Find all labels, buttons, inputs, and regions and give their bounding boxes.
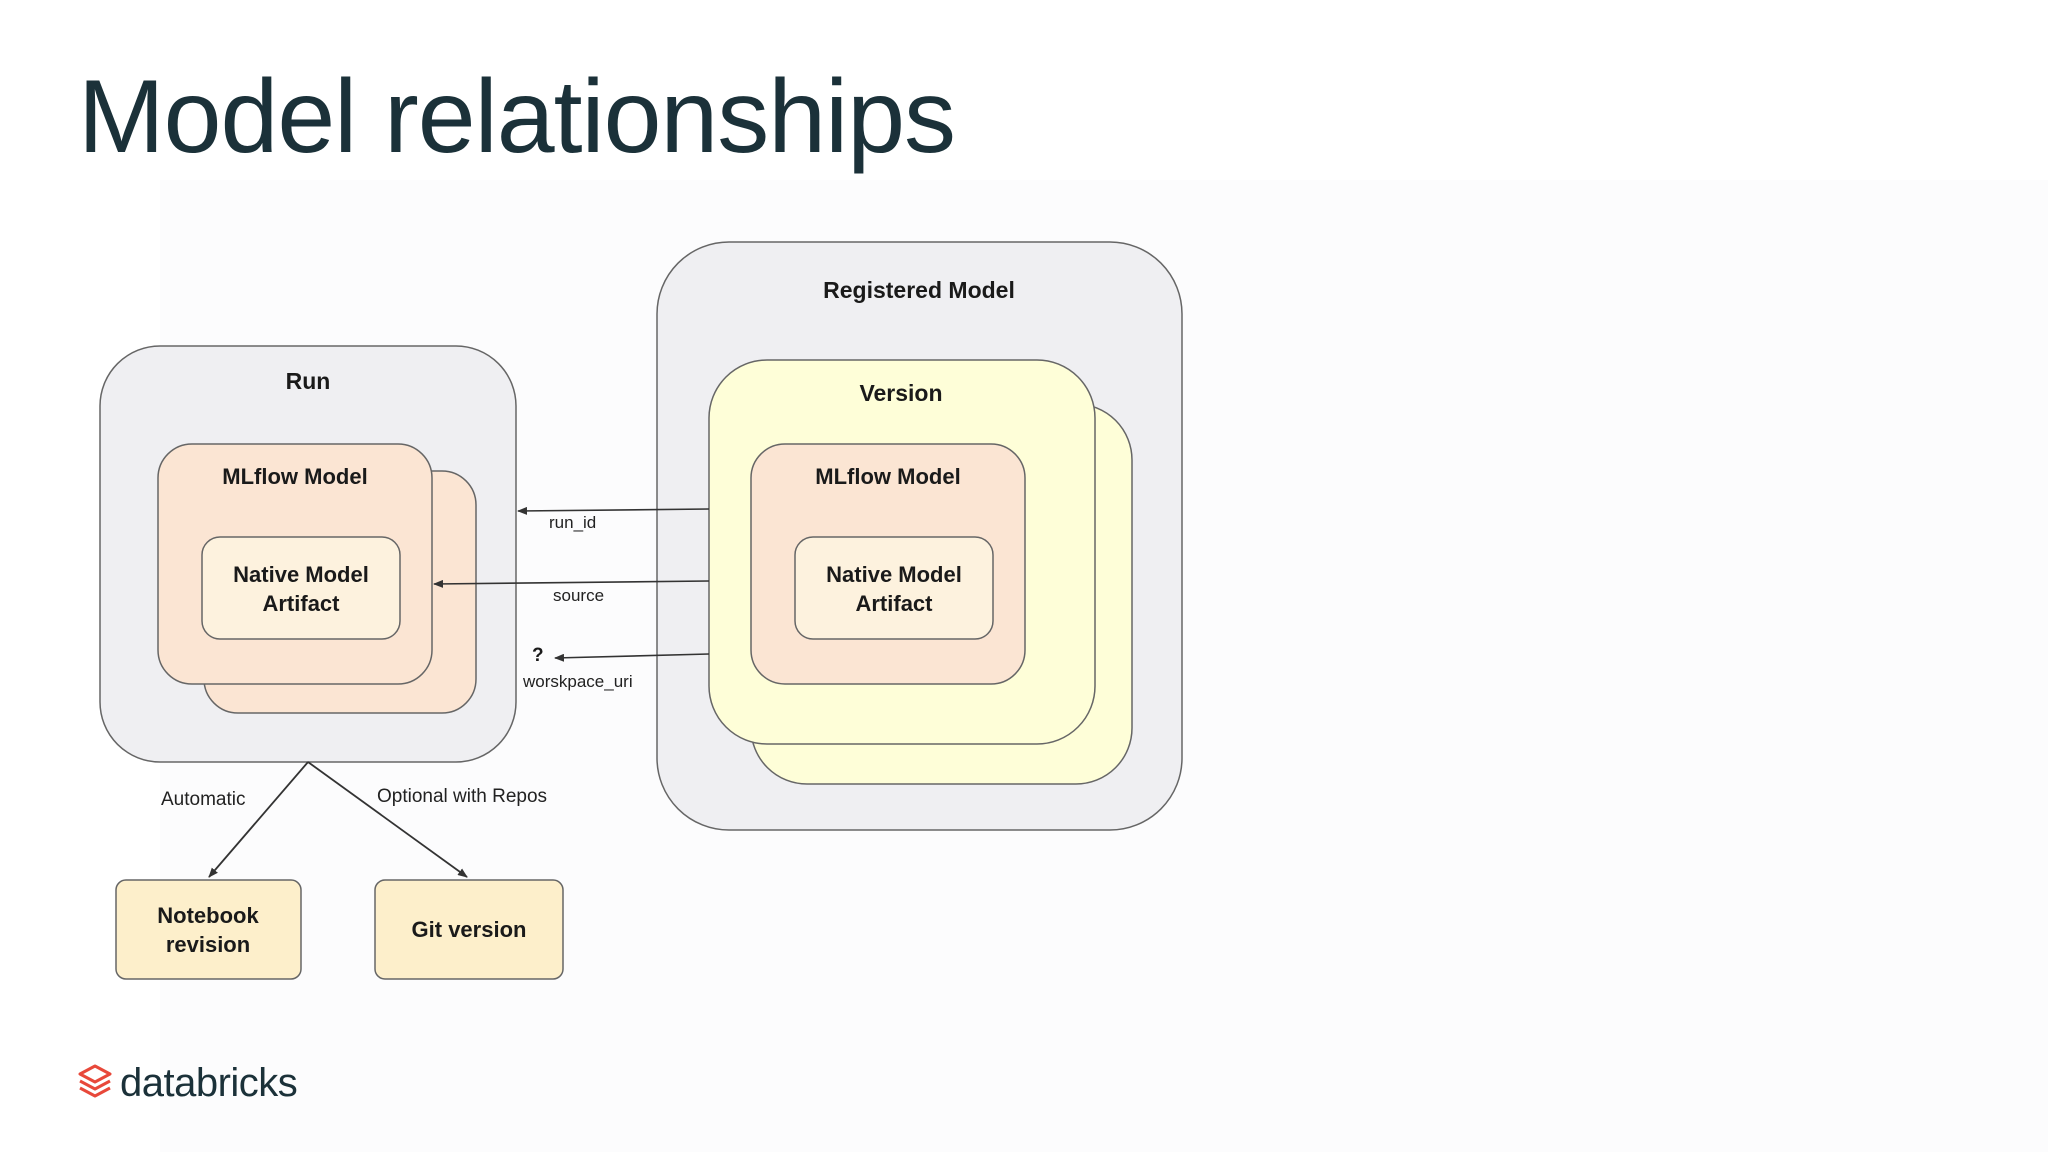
run-mlflow-model-label: MLflow Model <box>222 464 367 489</box>
optional-label: Optional with Repos <box>377 786 547 807</box>
version-artifact-line1: Native Model <box>826 562 962 587</box>
registered-model-title: Registered Model <box>823 277 1015 303</box>
automatic-arrow <box>208 761 309 878</box>
run-id-label: run_id <box>549 513 596 532</box>
slide-title: Model relationships <box>78 59 956 175</box>
git-version-node: Git version <box>374 879 564 980</box>
run-title: Run <box>286 368 331 394</box>
databricks-logo: databricks <box>78 1060 298 1106</box>
run-node: Run MLflow Model Native Model Artifact <box>99 345 517 763</box>
optional-arrow <box>307 761 468 878</box>
databricks-stack-icon <box>78 1064 112 1098</box>
automatic-label: Automatic <box>161 789 245 810</box>
notebook-line2: revision <box>166 932 250 957</box>
version-artifact-line2: Artifact <box>855 591 933 616</box>
run-artifact-line1: Native Model <box>233 562 369 587</box>
question-mark-label: ? <box>532 645 544 666</box>
run-artifact-line2: Artifact <box>262 591 340 616</box>
run-native-artifact <box>201 536 401 640</box>
git-version-box <box>374 879 564 980</box>
source-label: source <box>553 586 604 605</box>
registered-model-node: Registered Model Version MLflow Model Na… <box>656 241 1183 831</box>
branch-arrows: Automatic Optional with Repos <box>161 761 547 878</box>
logo-text: databricks <box>120 1060 298 1105</box>
notebook-line1: Notebook <box>157 903 259 928</box>
version-native-artifact <box>794 536 994 640</box>
workspace-uri-arrow <box>554 653 710 662</box>
version-mlflow-model-label: MLflow Model <box>815 464 960 489</box>
workspace-uri-label: worskpace_uri <box>522 672 633 691</box>
version-label: Version <box>859 380 942 406</box>
run-id-arrow <box>517 506 710 515</box>
source-arrow <box>433 579 710 588</box>
git-version-label: Git version <box>412 917 527 942</box>
relationship-arrows: run_id source ? worskpace_uri <box>433 506 710 691</box>
notebook-revision-box <box>115 879 302 980</box>
notebook-revision-node: Notebook revision <box>115 879 302 980</box>
